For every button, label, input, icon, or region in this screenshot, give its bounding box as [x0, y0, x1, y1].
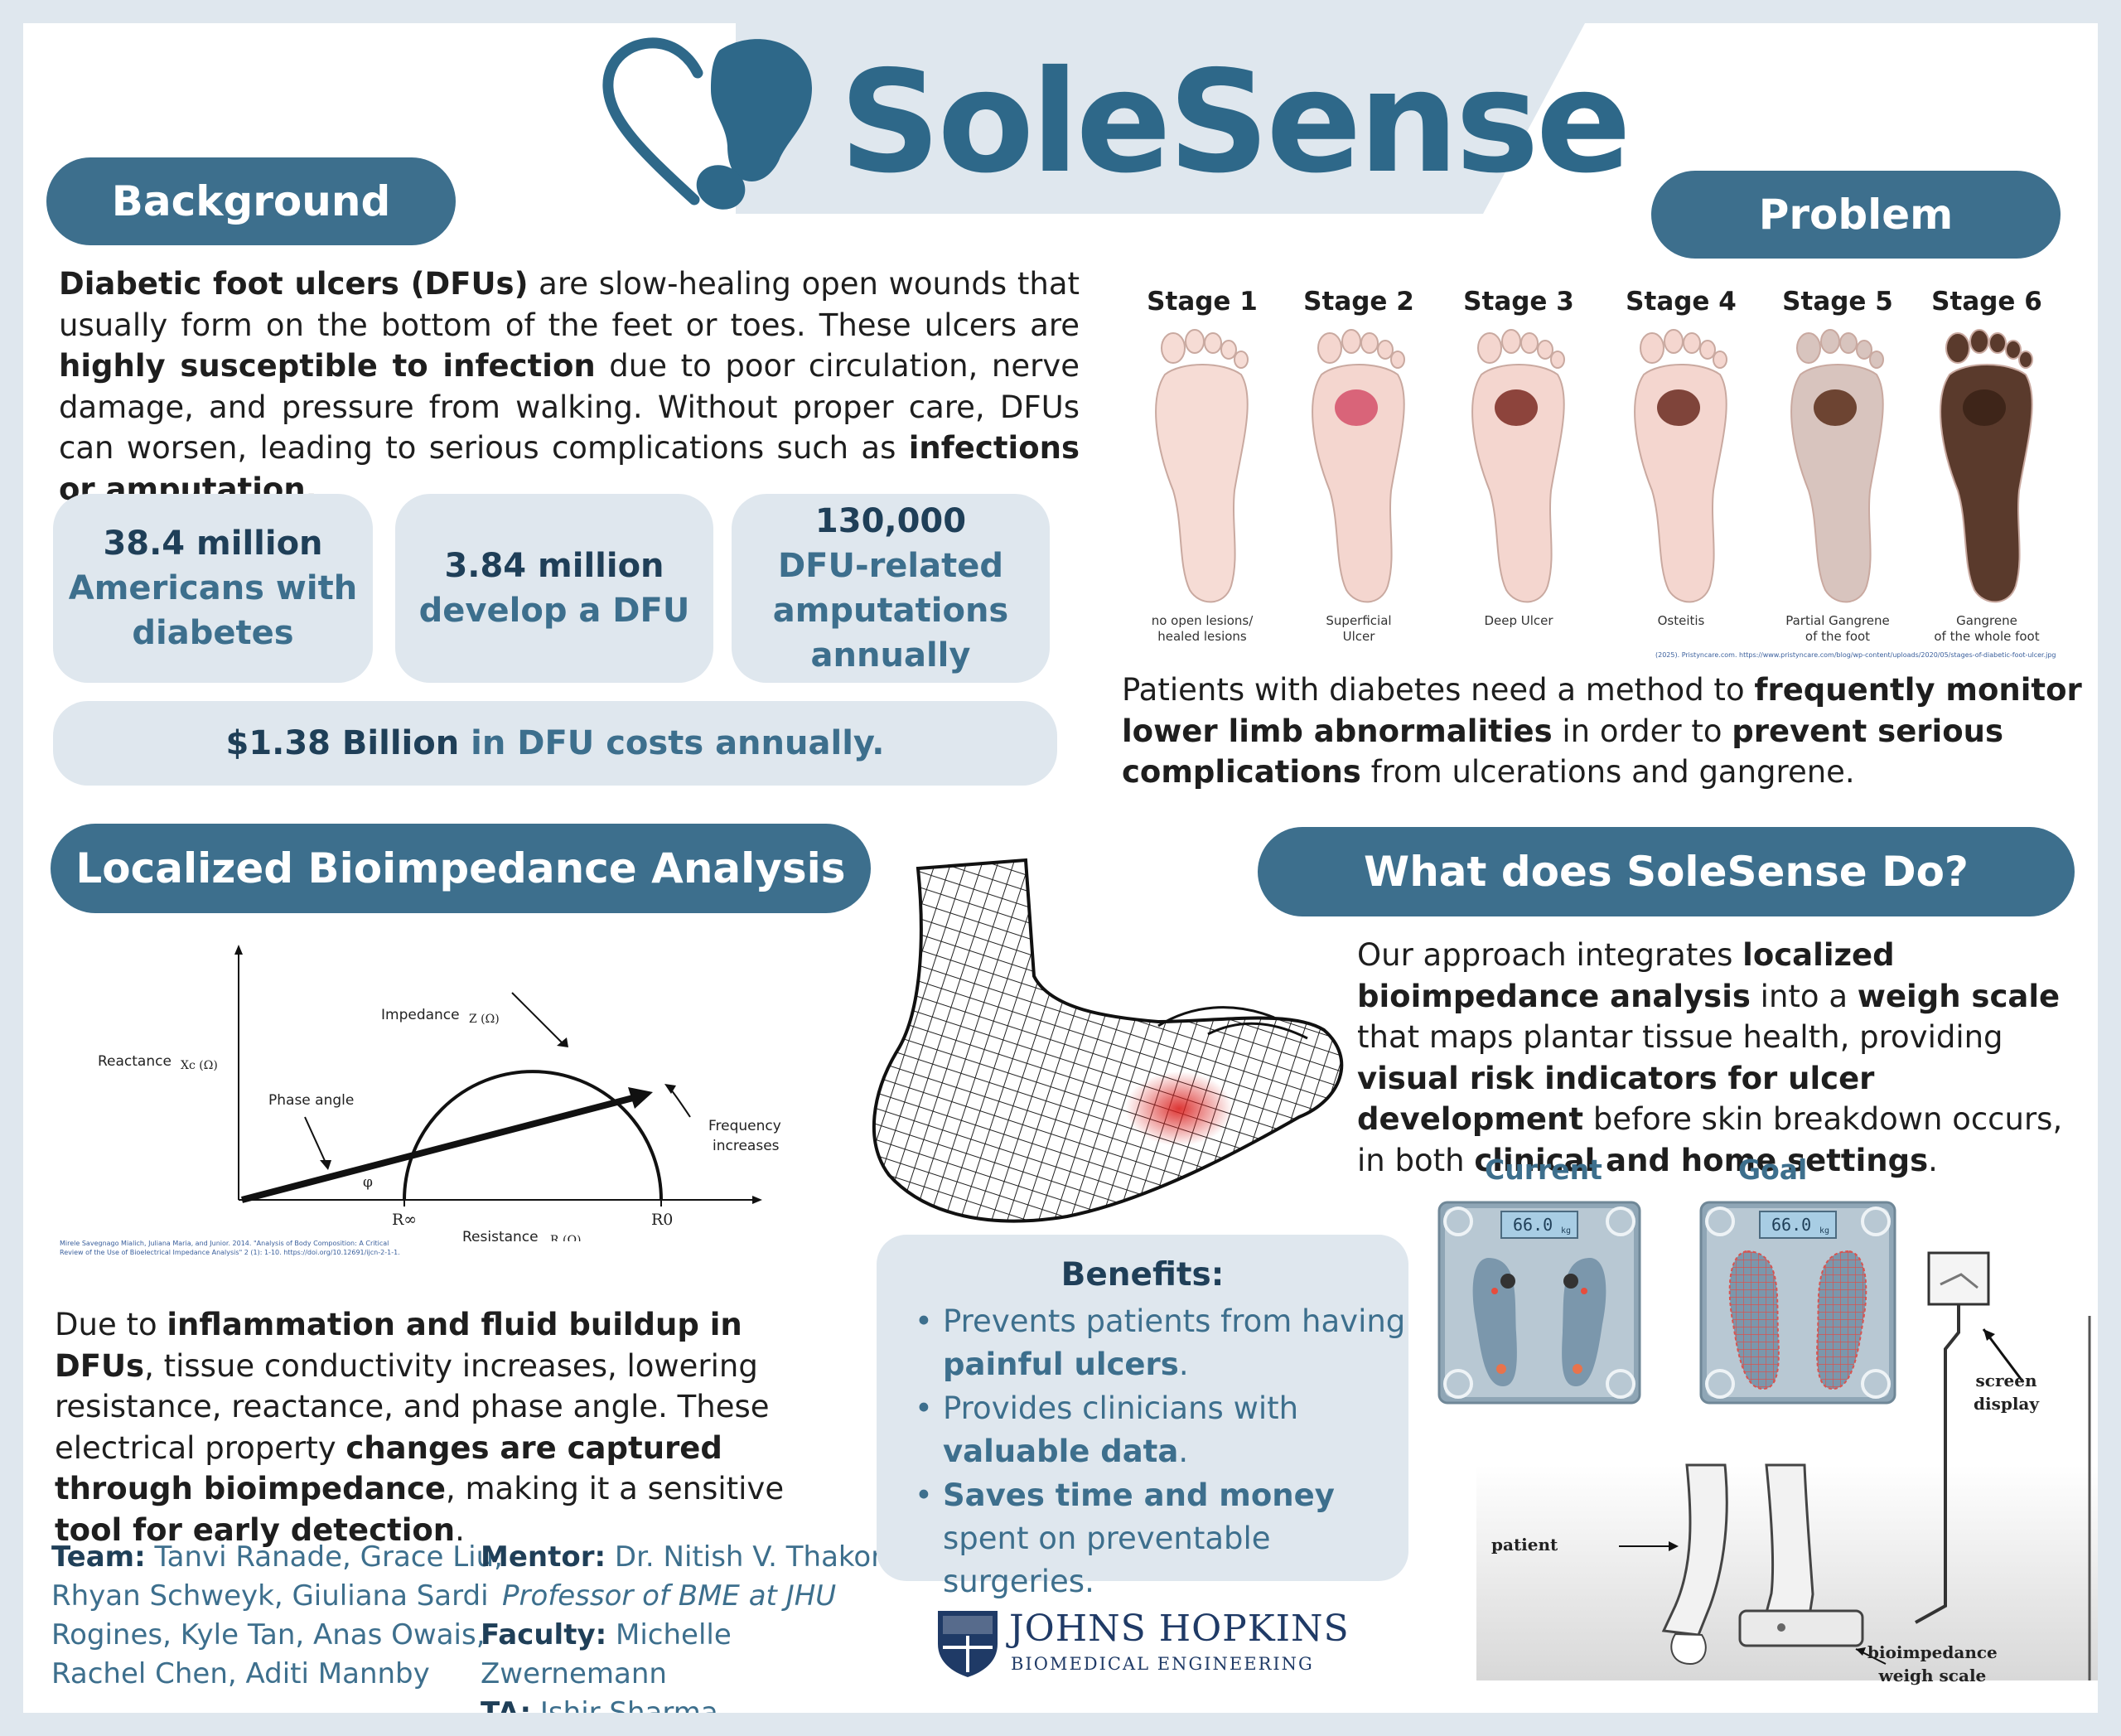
- reactance-label: Reactance: [98, 1053, 172, 1070]
- stat-cost: $1.38 Billion in DFU costs annually.: [53, 701, 1057, 786]
- r-zero-label: R0: [651, 1211, 673, 1229]
- impedance-label: Impedance: [381, 1007, 460, 1023]
- stage-title: Stage 6: [1931, 287, 2042, 317]
- stage-title: Stage 3: [1463, 287, 1574, 317]
- poster-title: SoleSense: [839, 41, 1631, 205]
- increases-label: increases: [713, 1138, 780, 1154]
- ulcer-stage: Stage 4 Osteitis: [1615, 287, 1747, 629]
- stat-dfu: 3.84 million develop a DFU: [395, 494, 713, 683]
- jhu-name: JOHNS HOPKINS: [1009, 1608, 1350, 1650]
- resistance-label: Resistance: [462, 1229, 539, 1241]
- stage-title: Stage 5: [1782, 287, 1893, 317]
- stage-caption: Deep Ulcer: [1484, 613, 1553, 628]
- frequency-label: Frequency: [708, 1118, 781, 1134]
- background-heading: Background: [46, 157, 456, 245]
- phase-angle-label: Phase angle: [268, 1092, 354, 1109]
- goal-scale-unit: kg: [1819, 1226, 1829, 1236]
- goal-scale-illustration: 66.0 kg: [1699, 1201, 1896, 1405]
- benefit-item: Provides clinicians with valuable data.: [915, 1387, 1408, 1473]
- foot-sole-icon: [1940, 329, 2033, 603]
- jhu-shield-icon: [938, 1611, 998, 1677]
- title-banner: [736, 23, 1585, 214]
- impedance-diagram: Reactance Xc (Ω) Impedance Z (Ω) Phase a…: [98, 945, 781, 1241]
- stage-caption: Osteitis: [1657, 613, 1705, 628]
- background-paragraph: Diabetic foot ulcers (DFUs) are slow-hea…: [59, 266, 1080, 507]
- stage-caption: no open lesions/healed lesions: [1151, 613, 1254, 644]
- team-credits: Team: Tanvi Ranade, Grace Liu, Rhyan Sch…: [51, 1540, 503, 1690]
- ulcer-stage: Stage 3 Deep Ulcer: [1452, 287, 1585, 629]
- r-infinity-label: R∞: [392, 1211, 417, 1229]
- poster: SoleSense Background Diabetic foot ulcer…: [23, 23, 2098, 1713]
- current-label: Current: [1485, 1153, 1602, 1186]
- diagram-citation-1: Mirele Savegnago Mialich, Juliana Maria,…: [60, 1240, 389, 1247]
- stage-title: Stage 2: [1303, 287, 1414, 317]
- foot-sole-icon: [1312, 329, 1405, 603]
- foot-sole-icon: [1790, 329, 1884, 603]
- foot-sole-icon: [1471, 329, 1565, 603]
- goal-scale-reading: 66.0: [1771, 1215, 1811, 1235]
- stages-citation: (2025). Pristyncare.com. https://www.pri…: [1655, 651, 2056, 659]
- problem-paragraph: Patients with diabetes need a method to …: [1122, 672, 2082, 790]
- advisor-credits: Mentor: Dr. Nitish V. Thakor Professor o…: [481, 1540, 883, 1713]
- benefits-heading: Benefits:: [1060, 1256, 1225, 1294]
- jhu-department: BIOMEDICAL ENGINEERING: [1011, 1654, 1314, 1674]
- patient-label: patient: [1491, 1535, 1558, 1555]
- stage-title: Stage 1: [1147, 287, 1258, 317]
- lba-heading: Localized Bioimpedance Analysis: [51, 824, 871, 913]
- diagram-citation-2: Review of the Use of Bioelectrical Imped…: [60, 1249, 400, 1256]
- impedance-symbol: Z (Ω): [469, 1013, 500, 1026]
- foot-sole-icon: [1634, 329, 1727, 603]
- benefit-item: Prevents patients from having painful ul…: [915, 1300, 1408, 1386]
- foot-sole-icon: [1155, 329, 1249, 603]
- stage-title: Stage 4: [1626, 287, 1737, 317]
- phi-label: φ: [363, 1174, 373, 1191]
- heart-footprint-logo-icon: [602, 37, 812, 210]
- wireframe-foot-illustration: [872, 858, 1344, 1223]
- solesense-heading: What does SoleSense Do?: [1258, 827, 2075, 916]
- goal-label: Goal: [1738, 1153, 1808, 1186]
- reactance-symbol: Xc (Ω): [181, 1059, 218, 1072]
- problem-heading: Problem: [1651, 171, 2061, 259]
- patient-scale-illustration: [1476, 1251, 2098, 1680]
- current-scale-illustration: 66.0 kg: [1437, 1201, 1641, 1405]
- resistance-symbol: R (Ω): [550, 1234, 582, 1241]
- ulcer-stage: Stage 1 no open lesions/healed lesions: [1136, 287, 1268, 645]
- lba-paragraph: Due to inflammation and fluid buildup in…: [55, 1307, 785, 1548]
- benefits-panel: Benefits: Prevents patients from having …: [877, 1235, 1408, 1599]
- current-scale-unit: kg: [1561, 1226, 1571, 1236]
- current-scale-reading: 66.0: [1513, 1215, 1553, 1235]
- benefit-item: Saves time and money spent on preventabl…: [915, 1474, 1408, 1603]
- stat-amputations: 130,000 DFU-related amputations annually: [732, 494, 1050, 683]
- solesense-paragraph: Our approach integrates localized bioimp…: [1357, 937, 2063, 1178]
- stat-diabetes: 38.4 million Americans with diabetes: [53, 494, 373, 683]
